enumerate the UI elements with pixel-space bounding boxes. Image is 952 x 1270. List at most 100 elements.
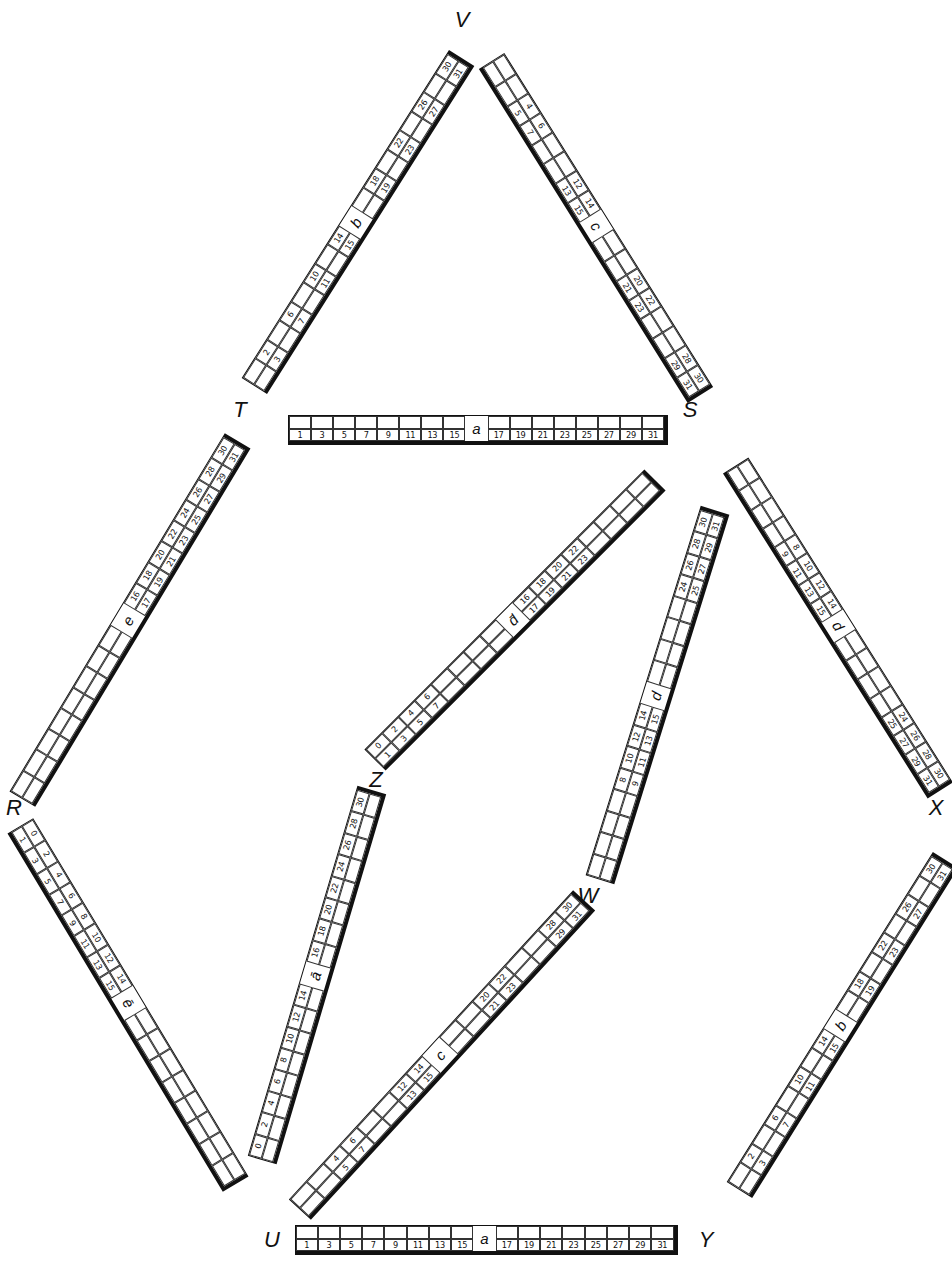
slide-rod: b2367101114151819222326273031 bbox=[726, 852, 952, 1198]
rod-cell bbox=[315, 244, 338, 270]
rod-cell bbox=[651, 1226, 673, 1239]
rod-cell bbox=[761, 497, 783, 523]
rod-cell bbox=[59, 714, 82, 741]
rod-cell bbox=[531, 139, 554, 165]
cell-number: 31 bbox=[642, 429, 664, 442]
rod-cell bbox=[522, 930, 548, 956]
rod-cell bbox=[424, 73, 447, 99]
rod-cell bbox=[185, 1090, 208, 1117]
rod-cell bbox=[299, 1190, 325, 1216]
rod-cell bbox=[222, 1153, 245, 1180]
rod-cell bbox=[834, 635, 856, 661]
rod-cell bbox=[340, 1226, 362, 1239]
rod-cell bbox=[672, 621, 691, 646]
rod-cell bbox=[386, 156, 409, 182]
rod-cell bbox=[610, 489, 635, 514]
rod-cell bbox=[532, 416, 554, 429]
rod-cell bbox=[362, 1226, 384, 1239]
rod-cell bbox=[483, 61, 506, 87]
cell-number: 24 bbox=[332, 854, 350, 879]
cell-number: 21 bbox=[532, 429, 554, 442]
rod-cell bbox=[600, 810, 619, 835]
cell-number: 25 bbox=[576, 429, 598, 442]
rod-cell bbox=[728, 1163, 751, 1189]
rod-cell bbox=[593, 832, 612, 857]
rod-cell bbox=[267, 1116, 285, 1141]
cell-number: 17 bbox=[488, 429, 510, 442]
vertex-letter: Z bbox=[369, 767, 382, 793]
rod-cell bbox=[384, 1226, 406, 1239]
rod-cell bbox=[660, 617, 679, 642]
rod-cell bbox=[210, 1132, 233, 1159]
rod-cell bbox=[918, 882, 941, 908]
rod-cell bbox=[382, 1100, 408, 1126]
rod-cell bbox=[355, 416, 377, 429]
rod-cell bbox=[286, 1051, 304, 1076]
rod-cell bbox=[137, 1034, 160, 1061]
rod-cell bbox=[799, 1048, 822, 1074]
rod-cell bbox=[318, 1226, 340, 1239]
rod-cell bbox=[880, 685, 902, 711]
cell-number: 27 bbox=[598, 429, 620, 442]
cell-number: 9 bbox=[377, 429, 399, 442]
rod-cell bbox=[506, 74, 529, 100]
cell-number: 31 bbox=[651, 1239, 673, 1252]
rod-cell bbox=[429, 1226, 451, 1239]
rod-cell bbox=[267, 321, 290, 347]
rod-cell bbox=[727, 466, 749, 492]
rod-cell bbox=[135, 1007, 158, 1034]
rod-cell bbox=[586, 531, 611, 556]
rod-cell bbox=[576, 416, 598, 429]
rod-letter: c bbox=[422, 1038, 457, 1073]
cell-number: 20 bbox=[319, 897, 337, 922]
rod-cell bbox=[518, 1226, 540, 1239]
vertex-letter: X bbox=[929, 795, 944, 821]
rod-cell bbox=[640, 313, 663, 339]
rod-cell bbox=[451, 1226, 473, 1239]
rod-cell bbox=[663, 326, 686, 352]
cell-number: 28 bbox=[345, 811, 363, 836]
rod-cell bbox=[22, 777, 45, 804]
rod-letter: a bbox=[465, 416, 487, 441]
rod-cell bbox=[326, 251, 349, 277]
rod-cell bbox=[869, 692, 891, 718]
cell-number: 10 bbox=[281, 1026, 299, 1051]
cell-number: 1 bbox=[296, 1239, 318, 1252]
rod-cell bbox=[124, 1013, 147, 1040]
rod-cell bbox=[488, 628, 513, 653]
cell-number: 29 bbox=[629, 1239, 651, 1252]
rod-cell bbox=[373, 1092, 399, 1118]
rod-cell bbox=[615, 248, 638, 274]
rod-cell bbox=[465, 1010, 491, 1036]
rod-letter: ā bbox=[300, 962, 330, 991]
rod-cell bbox=[34, 756, 57, 783]
rod-cell bbox=[472, 644, 497, 669]
cell-number: 4 bbox=[262, 1091, 280, 1116]
rod-cell bbox=[605, 835, 624, 860]
rod-cell bbox=[773, 516, 795, 542]
cell-number: 25 bbox=[585, 1239, 607, 1252]
rod-cell bbox=[749, 478, 771, 504]
rod-cell bbox=[907, 875, 930, 901]
cell-number: 14 bbox=[294, 983, 312, 1008]
rod-cell bbox=[307, 1163, 333, 1189]
slide-rod: c4567121314152021222328293031 bbox=[479, 53, 713, 403]
rod-cell bbox=[351, 187, 374, 213]
rod-cell bbox=[598, 416, 620, 429]
rod-cell bbox=[626, 473, 651, 498]
cell-number: 7 bbox=[362, 1239, 384, 1252]
rod-cell bbox=[172, 1069, 195, 1096]
rod-cell bbox=[618, 793, 637, 818]
rod-cell bbox=[261, 1137, 279, 1162]
rod-cell bbox=[835, 990, 858, 1016]
slide-rod: a135791113151719212325272931 bbox=[288, 415, 668, 445]
cell-number: 15 bbox=[443, 429, 465, 442]
rod-cell bbox=[868, 666, 890, 692]
rod-cell bbox=[514, 956, 540, 982]
rod-cell bbox=[577, 522, 602, 547]
rod-cell bbox=[752, 1124, 775, 1150]
rod-cell bbox=[290, 1181, 316, 1207]
cell-number: 9 bbox=[384, 1239, 406, 1252]
rod-cell bbox=[197, 1111, 220, 1138]
